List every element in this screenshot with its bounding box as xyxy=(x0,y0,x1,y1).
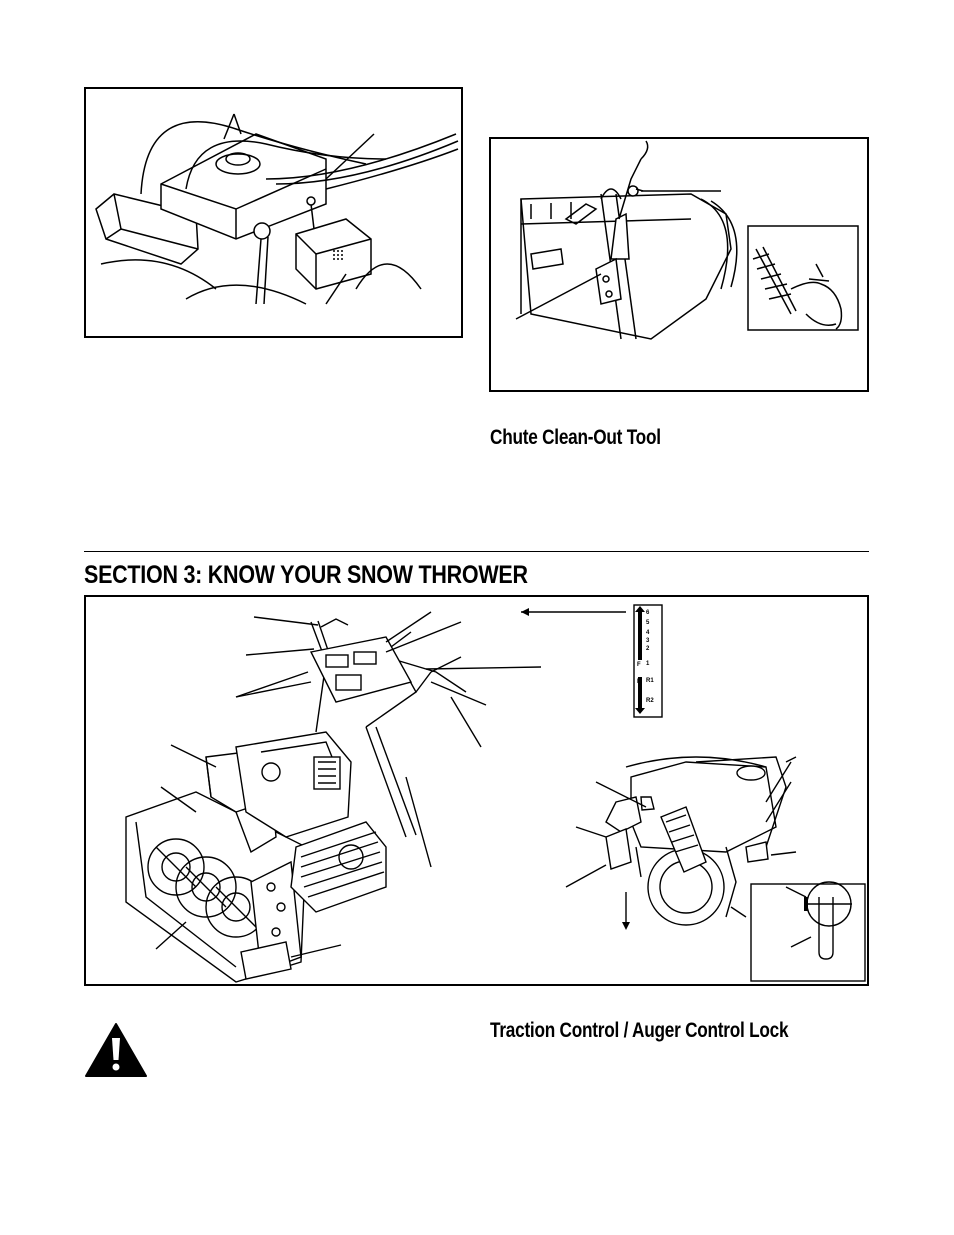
clean-out-tool-illustration xyxy=(489,137,869,392)
section-3-heading: SECTION 3: KNOW YOUR SNOW THROWER xyxy=(84,561,528,589)
clean-out-tool-drawing xyxy=(515,140,859,340)
engine-cable-drawing xyxy=(95,113,459,305)
gauge-label-2: 2 xyxy=(646,646,650,652)
speed-gauge-labels: 6 5 4 3 2 1 R1 R2 F R xyxy=(637,610,654,704)
gauge-label-4: 4 xyxy=(646,630,650,636)
snow-thrower-drawing: 6 5 4 3 2 1 R1 R2 F R xyxy=(125,604,866,983)
gauge-label-5: 5 xyxy=(646,620,650,626)
warning-triangle-icon xyxy=(84,1022,148,1078)
gauge-reverse-letter: R xyxy=(637,679,642,685)
section-divider xyxy=(84,551,869,552)
chute-clean-out-tool-heading: Chute Clean-Out Tool xyxy=(490,426,661,449)
gauge-label-6: 6 xyxy=(646,610,650,616)
snow-thrower-overview-illustration: 6 5 4 3 2 1 R1 R2 F R xyxy=(84,595,869,986)
traction-control-heading: Traction Control / Auger Control Lock xyxy=(490,1019,789,1042)
gauge-label-3: 3 xyxy=(646,638,650,644)
gauge-label-r2: R2 xyxy=(646,698,654,704)
engine-cable-illustration xyxy=(84,87,463,338)
gauge-label-r1: R1 xyxy=(646,678,654,684)
gauge-forward-letter: F xyxy=(637,662,641,668)
gauge-label-1: 1 xyxy=(646,661,650,667)
